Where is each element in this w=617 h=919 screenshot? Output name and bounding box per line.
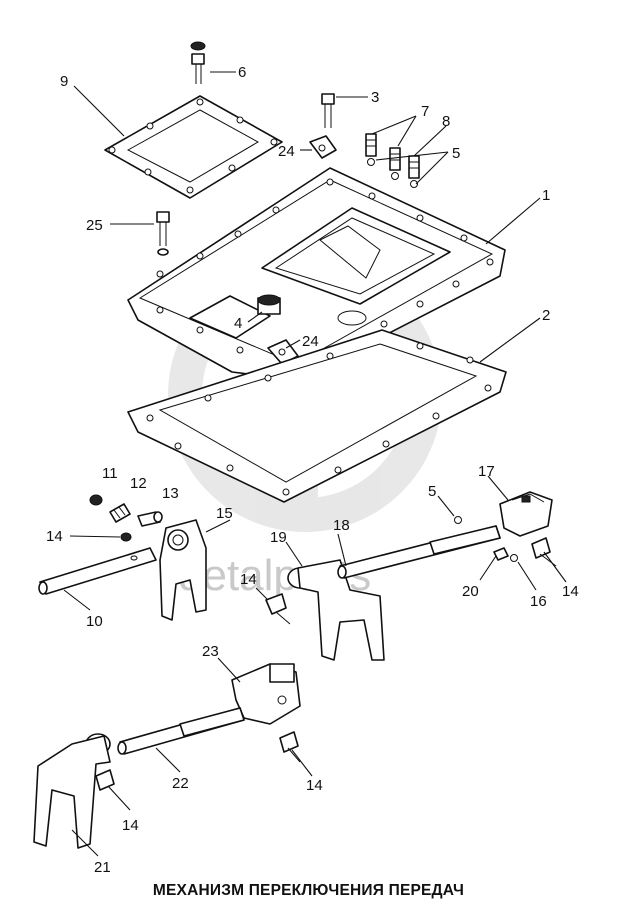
part-14-lock-15	[265, 593, 291, 625]
callout-6: 6	[238, 64, 246, 81]
part-24-lock-plate-top	[309, 135, 337, 159]
callout-3: 3	[371, 89, 379, 106]
part-18-rod	[337, 525, 501, 579]
part-5-ball-lower	[454, 516, 462, 524]
part-2-gasket	[127, 329, 507, 503]
part-14-lock-22	[279, 731, 301, 763]
part-16-ball	[510, 554, 518, 562]
part-19-fork	[287, 559, 385, 661]
callout-8: 8	[442, 113, 450, 130]
part-3-bolt	[321, 93, 335, 128]
callout-16: 16	[530, 593, 547, 610]
part-20-pin	[493, 547, 509, 561]
callout-24-bottom: 24	[302, 333, 319, 350]
callout-5-lower: 5	[428, 483, 436, 500]
callout-14-d: 14	[306, 777, 323, 794]
callouts: 9 6 3 7 8 5 24 1 25 2 4 24 11 12 13 14 1…	[46, 64, 579, 876]
callout-23: 23	[202, 643, 219, 660]
callout-7: 7	[421, 103, 429, 120]
callout-13: 13	[162, 485, 179, 502]
callout-5-top: 5	[452, 145, 460, 162]
callout-4: 4	[234, 315, 242, 332]
part-14-lock-21	[95, 769, 115, 791]
part-6-bolt	[190, 41, 206, 84]
callout-22: 22	[172, 775, 189, 792]
callout-12: 12	[130, 475, 147, 492]
callout-21: 21	[94, 859, 111, 876]
part-14-lock-10	[120, 532, 132, 542]
part-22-rod	[117, 707, 245, 755]
part-12-spring	[109, 503, 131, 523]
part-14-lock-17	[531, 537, 557, 567]
callout-1: 1	[542, 187, 550, 204]
part-11-plug	[89, 494, 103, 506]
leader-lines	[63, 71, 567, 857]
callout-17: 17	[478, 463, 495, 480]
callout-24-top: 24	[278, 143, 295, 160]
callout-14-b: 14	[240, 571, 257, 588]
callout-9: 9	[60, 73, 68, 90]
part-13-pin	[137, 511, 163, 527]
callout-20: 20	[462, 583, 479, 600]
part-15-fork	[159, 519, 207, 621]
callout-25: 25	[86, 217, 103, 234]
part-7-springs	[365, 133, 420, 179]
callout-15: 15	[216, 505, 233, 522]
callout-14-a: 14	[46, 528, 63, 545]
callout-14-e: 14	[122, 817, 139, 834]
part-10-rod	[38, 547, 157, 595]
callout-19: 19	[270, 529, 287, 546]
callout-11: 11	[102, 465, 118, 482]
callout-10: 10	[86, 613, 103, 630]
part-17-bracket	[499, 491, 553, 537]
callout-18: 18	[333, 517, 350, 534]
part-21-fork	[33, 733, 111, 849]
part-9-gasket	[104, 95, 283, 199]
diagram-caption: МЕХАНИЗМ ПЕРЕКЛЮЧЕНИЯ ПЕРЕДАЧ	[152, 882, 465, 899]
part-1-cover-housing	[127, 167, 506, 381]
callout-2: 2	[542, 307, 550, 324]
part-5-balls	[367, 158, 418, 188]
callout-14-c: 14	[562, 583, 579, 600]
part-23-bracket	[231, 663, 301, 725]
part-25-bolt	[156, 211, 170, 256]
